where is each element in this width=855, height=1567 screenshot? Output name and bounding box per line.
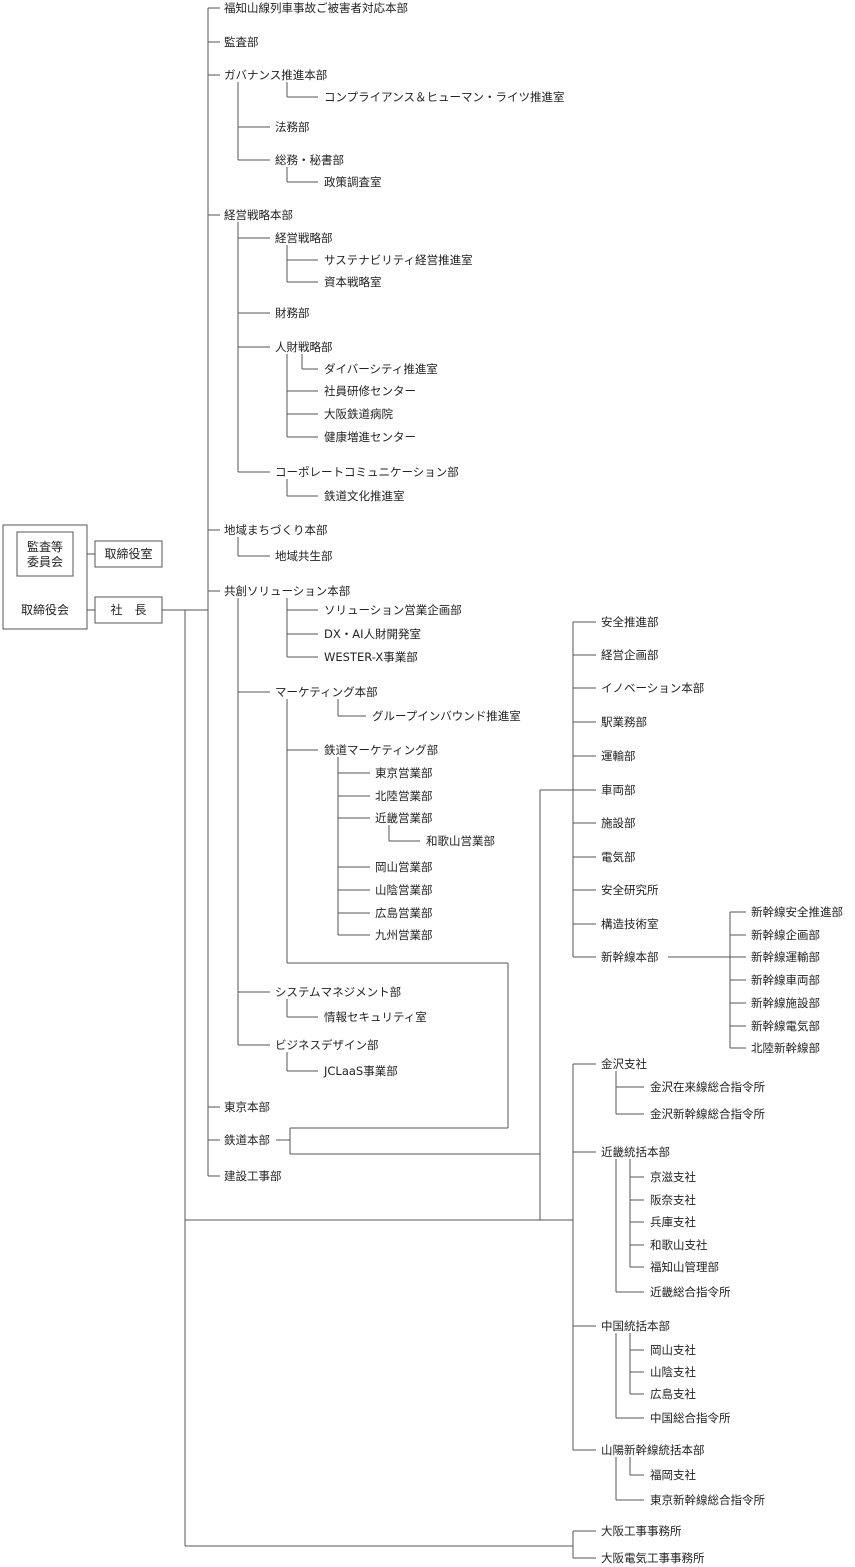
safety-research-institute: 安全研究所 bbox=[601, 883, 659, 897]
strategy-hq: 経営戦略本部 bbox=[224, 208, 293, 222]
compliance-office: コンプライアンス＆ヒューマン・ライツ推進室 bbox=[324, 90, 565, 104]
hanna-branch: 阪奈支社 bbox=[650, 1193, 696, 1207]
sanyo-shinkansen-hq: 山陽新幹線統括本部 bbox=[601, 1443, 705, 1457]
rolling-stock-dept: 車両部 bbox=[601, 783, 636, 797]
jclaas-dept: JCLaaS事業部 bbox=[324, 1064, 398, 1078]
rail-marketing-dept: 鉄道マーケティング部 bbox=[324, 743, 439, 757]
chugoku-regional-hq: 中国統括本部 bbox=[601, 1319, 670, 1333]
keishiga-branch: 京滋支社 bbox=[650, 1170, 696, 1184]
kinki-sales-dept: 近畿営業部 bbox=[375, 811, 433, 825]
station-ops-dept: 駅業務部 bbox=[601, 715, 647, 729]
fukuchiyama-mgmt: 福知山管理部 bbox=[650, 1260, 719, 1274]
system-mgmt-dept: システムマネジメント部 bbox=[275, 985, 402, 999]
group-inbound-office: グループインバウンド推進室 bbox=[372, 709, 521, 723]
hyogo-branch: 兵庫支社 bbox=[650, 1215, 696, 1229]
shinkansen-planning-dept: 新幹線企画部 bbox=[751, 928, 820, 942]
board-office-box: 取締役室 bbox=[104, 547, 153, 561]
kanazawa-branch: 金沢支社 bbox=[601, 1057, 647, 1071]
hr-dept: 人財戦略部 bbox=[275, 340, 333, 354]
structural-tech-office: 構造技術室 bbox=[601, 917, 659, 931]
innovation-hq: イノベーション本部 bbox=[601, 681, 705, 695]
tokyo-hq: 東京本部 bbox=[224, 1100, 270, 1114]
fukuoka-branch: 福岡支社 bbox=[650, 1468, 696, 1482]
electrical-dept: 電気部 bbox=[601, 850, 636, 864]
tokyo-sales-dept: 東京営業部 bbox=[375, 766, 433, 780]
kyushu-sales-dept: 九州営業部 bbox=[375, 928, 433, 942]
kinki-control-center: 近畿総合指令所 bbox=[650, 1285, 731, 1299]
wakayama-sales-dept: 和歌山営業部 bbox=[426, 834, 495, 848]
diversity-office: ダイバーシティ推進室 bbox=[324, 362, 438, 376]
wester-x-dept: WESTER-X事業部 bbox=[324, 650, 418, 664]
management-planning-dept: 経営企画部 bbox=[601, 648, 659, 662]
kanazawa-conventional-control: 金沢在来線総合指令所 bbox=[650, 1080, 765, 1094]
regional-development-hq: 地域まちづくり本部 bbox=[224, 523, 328, 537]
business-design-dept: ビジネスデザイン部 bbox=[275, 1038, 379, 1052]
audit-dept: 監査部 bbox=[224, 35, 259, 49]
general-affairs-dept: 総務・秘書部 bbox=[275, 153, 344, 167]
training-center: 社員研修センター bbox=[324, 384, 416, 398]
kanazawa-shinkansen-control: 金沢新幹線総合指令所 bbox=[650, 1107, 765, 1121]
cocreation-solution-hq: 共創ソリューション本部 bbox=[224, 584, 351, 598]
solution-sales-planning: ソリューション営業企画部 bbox=[324, 603, 462, 617]
shinkansen-rolling-stock-dept: 新幹線車両部 bbox=[751, 973, 820, 987]
tokyo-shinkansen-control: 東京新幹線総合指令所 bbox=[650, 1493, 765, 1507]
transport-dept: 運輸部 bbox=[601, 749, 636, 763]
rail-culture-office: 鉄道文化推進室 bbox=[324, 489, 405, 503]
shinkansen-safety-dept: 新幹線安全推進部 bbox=[751, 905, 843, 919]
safety-promotion-dept: 安全推進部 bbox=[601, 615, 659, 629]
osaka-construction-office: 大阪工事事務所 bbox=[601, 1524, 682, 1538]
okayama-sales-dept: 岡山営業部 bbox=[375, 860, 433, 874]
sustainability-office: サステナビリティ経営推進室 bbox=[324, 253, 473, 267]
shinkansen-hq: 新幹線本部 bbox=[601, 950, 659, 964]
strategy-dept: 経営戦略部 bbox=[275, 231, 333, 245]
osaka-electrical-construction-office: 大阪電気工事事務所 bbox=[601, 1551, 705, 1565]
audit-committee-box: 監査等 委員会 bbox=[26, 540, 63, 569]
governance-hq: ガバナンス推進本部 bbox=[224, 68, 328, 82]
president-box: 社 長 bbox=[110, 603, 147, 617]
marketing-hq: マーケティング本部 bbox=[275, 685, 378, 699]
sanin-sales-dept: 山陰営業部 bbox=[375, 883, 433, 897]
hokuriku-shinkansen-dept: 北陸新幹線部 bbox=[751, 1041, 820, 1055]
info-security-office: 情報セキュリティ室 bbox=[324, 1010, 427, 1024]
coexistence-dept: 地域共生部 bbox=[275, 549, 333, 563]
wakayama-branch: 和歌山支社 bbox=[650, 1238, 708, 1252]
chugoku-control-center: 中国総合指令所 bbox=[650, 1411, 731, 1425]
legal-dept: 法務部 bbox=[275, 120, 310, 134]
hiroshima-branch: 広島支社 bbox=[650, 1387, 696, 1401]
hokuriku-sales-dept: 北陸営業部 bbox=[375, 789, 433, 803]
finance-dept: 財務部 bbox=[275, 306, 310, 320]
railway-hq: 鉄道本部 bbox=[224, 1133, 270, 1147]
shinkansen-electrical-dept: 新幹線電気部 bbox=[751, 1019, 820, 1033]
board-of-directors-label: 取締役会 bbox=[20, 603, 69, 617]
policy-office: 政策調査室 bbox=[324, 175, 382, 189]
railway-hospital: 大阪鉄道病院 bbox=[324, 407, 393, 421]
capital-office: 資本戦略室 bbox=[324, 275, 382, 289]
facilities-dept: 施設部 bbox=[601, 816, 636, 830]
okayama-branch: 岡山支社 bbox=[650, 1343, 696, 1357]
sanin-branch: 山陰支社 bbox=[650, 1365, 696, 1379]
hiroshima-sales-dept: 広島営業部 bbox=[375, 906, 433, 920]
construction-dept: 建設工事部 bbox=[224, 1169, 282, 1183]
health-center: 健康増進センター bbox=[324, 430, 416, 444]
dx-ai-office: DX・AI人財開発室 bbox=[324, 627, 421, 641]
corporate-comm-dept: コーポレートコミュニケーション部 bbox=[275, 465, 459, 479]
shinkansen-transport-dept: 新幹線運輸部 bbox=[751, 950, 820, 964]
kinki-regional-hq: 近畿統括本部 bbox=[601, 1145, 670, 1159]
shinkansen-facilities-dept: 新幹線施設部 bbox=[751, 996, 820, 1010]
accident-response-hq: 福知山線列車事故ご被害者対応本部 bbox=[224, 1, 408, 15]
